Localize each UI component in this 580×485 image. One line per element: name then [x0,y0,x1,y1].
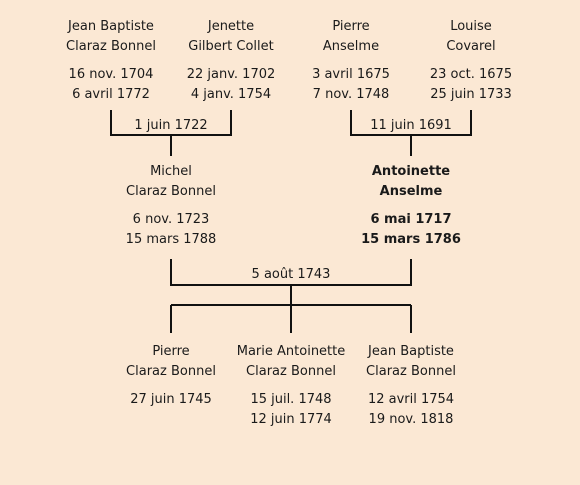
person-death-date: 7 nov. 1748 [312,87,390,102]
person-name-last: Anselme [379,184,443,199]
person-birth-date: 16 nov. 1704 [68,67,154,82]
person-death-date: 15 mars 1786 [361,232,461,247]
marriage-date-paternal: 1 juin 1722 [134,118,208,133]
person-birth-date: 6 nov. 1723 [132,212,210,227]
person-birth-date: 22 janv. 1702 [186,67,276,82]
person-name-first: Pierre [332,19,370,34]
person-name-first: Marie Antoinette [236,344,346,359]
person-name-last: Covarel [446,39,496,54]
person-death-date: 15 mars 1788 [125,232,217,247]
person-name-first: Antoinette [371,164,451,179]
person-name-first: Pierre [152,344,190,359]
person-michel: Michel Claraz Bonnel 6 nov. 1723 15 mars… [106,162,236,250]
person-death-date: 19 nov. 1818 [368,412,454,427]
person-death-date: 25 juin 1733 [430,87,512,102]
person-birth-date: 6 mai 1717 [370,212,452,227]
person-jenette: Jenette Gilbert Collet 22 janv. 1702 4 j… [166,17,296,105]
person-pierre-grandfather: Pierre Anselme 3 avril 1675 7 nov. 1748 [286,17,416,105]
person-child-jean-baptiste: Jean Baptiste Claraz Bonnel 12 avril 175… [346,342,476,430]
person-name-first: Michel [150,164,192,179]
person-name-last: Gilbert Collet [188,39,274,54]
person-name-first: Jean Baptiste [368,344,454,359]
person-jean-baptiste-grandfather: Jean Baptiste Claraz Bonnel 16 nov. 1704… [46,17,176,105]
person-name-last: Claraz Bonnel [126,364,216,379]
person-birth-date: 23 oct. 1675 [429,67,513,82]
person-name-last: Claraz Bonnel [66,39,156,54]
person-name-first: Jenette [207,19,255,34]
person-death-date: 12 juin 1774 [250,412,332,427]
marriage-date-parents: 5 août 1743 [251,267,331,282]
person-name-last: Anselme [322,39,380,54]
person-name-last: Claraz Bonnel [246,364,336,379]
person-child-pierre: Pierre Claraz Bonnel 27 juin 1745 [106,342,236,410]
person-birth-date: 27 juin 1745 [130,392,212,407]
person-birth-date: 3 avril 1675 [312,67,390,82]
person-name-last: Claraz Bonnel [126,184,216,199]
person-child-marie-antoinette: Marie Antoinette Claraz Bonnel 15 juil. … [226,342,356,430]
person-death-date: 4 janv. 1754 [190,87,272,102]
children-drops [170,305,412,333]
person-name-last: Claraz Bonnel [366,364,456,379]
person-birth-date: 12 avril 1754 [367,392,455,407]
person-name-first: Jean Baptiste [68,19,154,34]
person-name-first: Louise [450,19,492,34]
person-louise: Louise Covarel 23 oct. 1675 25 juin 1733 [406,17,536,105]
person-birth-date: 15 juil. 1748 [250,392,332,407]
person-antoinette-highlighted: Antoinette Anselme 6 mai 1717 15 mars 17… [346,162,476,250]
marriage-date-maternal: 11 juin 1691 [370,118,452,133]
person-death-date: 6 avril 1772 [72,87,150,102]
